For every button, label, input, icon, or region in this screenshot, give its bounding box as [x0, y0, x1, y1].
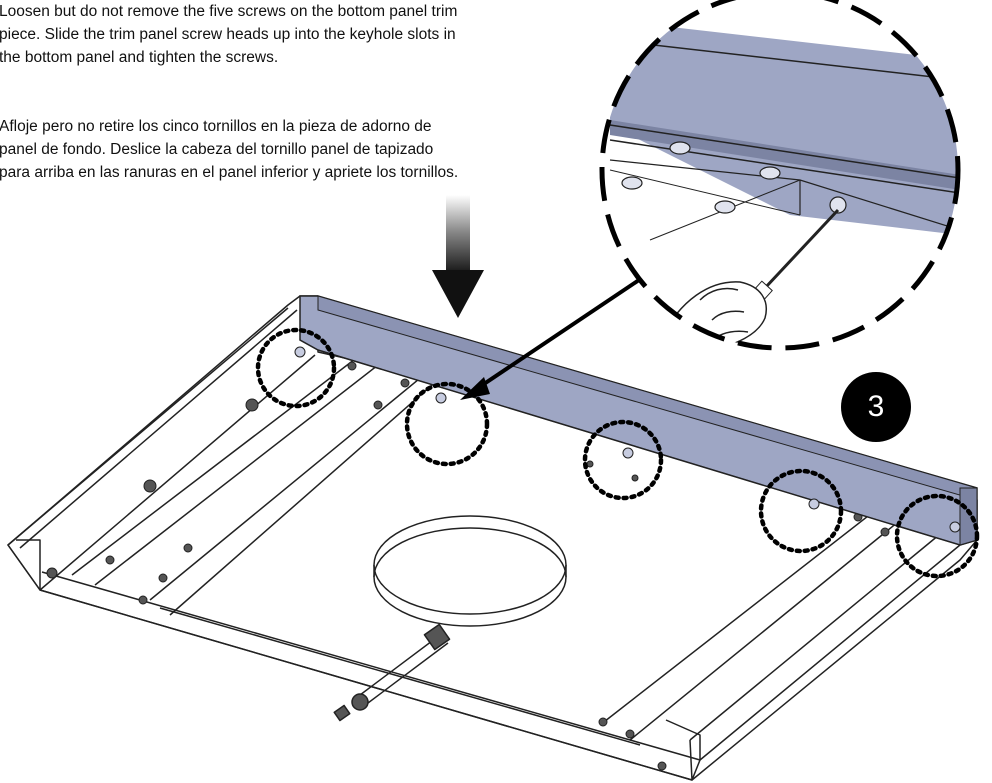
zoom-detail [599, 0, 961, 351]
screw-highlight-circles [255, 327, 980, 579]
trim-panel [294, 295, 978, 546]
frame-screws [46, 361, 890, 771]
step-number-badge: 3 [841, 372, 911, 442]
instruction-english: Loosen but do not remove the five screws… [0, 3, 458, 66]
pointer-arrow [460, 276, 644, 400]
wing-nut [333, 693, 369, 722]
instruction-spanish: Afloje pero no retire los cinco tornillo… [0, 118, 459, 181]
base-frame [7, 295, 978, 781]
down-arrow-icon [432, 195, 484, 318]
